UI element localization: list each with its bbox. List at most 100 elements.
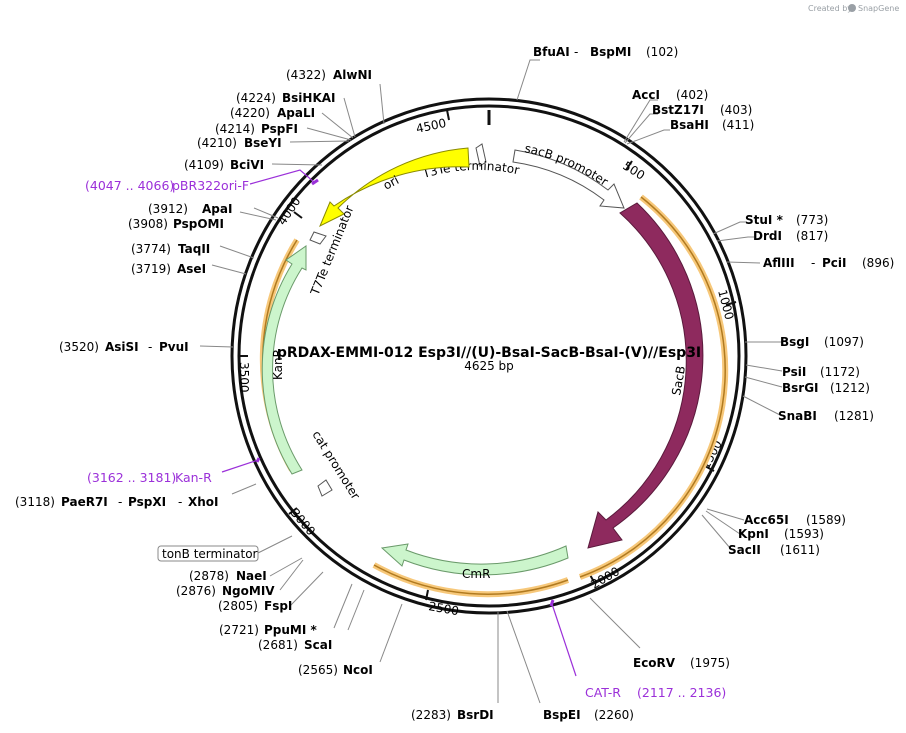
highlight-arc-cmr-line	[373, 564, 569, 595]
connector	[271, 163, 323, 166]
site-dash: -	[178, 495, 182, 509]
connector	[742, 395, 781, 416]
sacb-feature-arrow	[587, 202, 704, 549]
primer-pbr322ori-f-pos: (4047 .. 4066)	[85, 178, 174, 193]
connector	[623, 99, 658, 143]
connector	[506, 610, 541, 704]
connector	[705, 510, 741, 535]
primer-connectors	[221, 169, 577, 677]
site-pvui: PvuI	[159, 340, 189, 354]
site-alwni: AlwNI	[333, 68, 372, 82]
site-dash: -	[148, 340, 152, 354]
site-pos: (773)	[796, 213, 828, 227]
ruler-tick	[704, 465, 715, 472]
connector	[712, 221, 746, 235]
tonb-connector	[257, 535, 293, 554]
connector	[211, 264, 247, 275]
ori-label: ori	[381, 173, 401, 193]
t7te-terminator-arrow	[309, 231, 327, 245]
connector	[744, 376, 783, 388]
primer-connector	[551, 603, 577, 677]
site-dash: -	[574, 45, 578, 59]
connector	[706, 508, 745, 521]
site-pos: (4322)	[286, 68, 326, 82]
site-pos: (2260)	[594, 708, 634, 722]
site-afliii: AflIII	[763, 256, 795, 270]
site-pos: (1172)	[820, 365, 860, 379]
connector	[289, 571, 324, 607]
site-fspi: FspI	[264, 599, 292, 613]
site-bseyi: BseYI	[244, 136, 282, 150]
site-stui: StuI *	[745, 213, 784, 227]
site-pos: (2876)	[176, 584, 216, 598]
site-bspei: BspEI	[543, 708, 581, 722]
cat-promoter-arrow	[317, 479, 333, 497]
cmr-arrow	[380, 543, 569, 576]
site-drdi: DrdI	[753, 229, 782, 243]
kanr-label: KanR	[271, 349, 285, 380]
site-pos: (3908)	[128, 217, 168, 231]
ruler-label: 4500	[415, 116, 448, 136]
connector	[199, 345, 234, 348]
t3te-terminator-arrow	[475, 143, 487, 167]
site-sacii: SacII	[728, 543, 761, 557]
tonb-terminator-label: tonB terminator	[162, 547, 258, 561]
connector	[379, 83, 385, 125]
primer-mark	[255, 457, 261, 463]
site-pcii: PciI	[822, 256, 847, 270]
connector	[701, 514, 731, 549]
ruler-tick	[446, 109, 450, 121]
site-pos: (3774)	[131, 242, 171, 256]
ruler-tick	[288, 507, 298, 515]
site-pos: (403)	[720, 103, 752, 117]
site-pos: (3912)	[148, 202, 188, 216]
connector	[306, 127, 352, 141]
site-pos: (1281)	[834, 409, 874, 423]
site-snabi: SnaBI	[778, 409, 817, 423]
site-apali: ApaLI	[277, 106, 315, 120]
primer-kan-r: Kan-R	[175, 470, 212, 485]
site-pos: (2283)	[411, 708, 451, 722]
cat-promoter-label: cat promoter	[309, 428, 362, 502]
primer-cat-r-pos: (2117 .. 2136)	[637, 685, 726, 700]
site-pos: (1611)	[780, 543, 820, 557]
site-pos: (1097)	[824, 335, 864, 349]
site-scai: ScaI	[304, 638, 332, 652]
site-pos: (817)	[796, 229, 828, 243]
site-bsgi: BsgI	[780, 335, 809, 349]
primer-mark	[549, 599, 555, 607]
primer-kan-r-pos: (3162 .. 3181)	[87, 470, 176, 485]
site-ppumi: PpuMI *	[264, 623, 318, 637]
ruler-tick	[293, 211, 303, 219]
watermark-text: Created by	[808, 4, 852, 13]
connector	[219, 245, 255, 259]
site-dash: -	[811, 256, 815, 270]
site-pos: (4214)	[215, 122, 255, 136]
site-ecorv: EcoRV	[633, 656, 676, 670]
watermark-brand: SnapGene	[858, 4, 899, 13]
site-pos: (2565)	[298, 663, 338, 677]
site-psii: PsiI	[782, 365, 806, 379]
site-pos: (2681)	[258, 638, 298, 652]
connector	[289, 140, 350, 143]
site-pos: (4210)	[197, 136, 237, 150]
kanr-arrow	[261, 245, 307, 475]
ruler-tick	[725, 301, 737, 306]
site-ncoi: NcoI	[343, 663, 373, 677]
connector	[333, 583, 353, 629]
site-apai: ApaI	[202, 202, 232, 216]
connector	[239, 211, 277, 221]
backbone-outer-ring	[230, 97, 748, 615]
site-pos: (2878)	[189, 569, 229, 583]
connector	[231, 483, 257, 495]
site-paer7i: PaeR7I	[61, 495, 108, 509]
tonb-terminator-box	[157, 545, 259, 562]
site-pos: (4220)	[230, 106, 270, 120]
site-acc65i: Acc65I	[744, 513, 789, 527]
ruler-label: 4000	[275, 195, 304, 228]
primer-pbr322ori-f: pBR322ori-F	[172, 178, 249, 193]
site-pos: (2805)	[218, 599, 258, 613]
site-bsrdi: BsrDI	[457, 708, 494, 722]
ruler-label: 2500	[427, 599, 460, 618]
site-pos: (1975)	[690, 656, 730, 670]
